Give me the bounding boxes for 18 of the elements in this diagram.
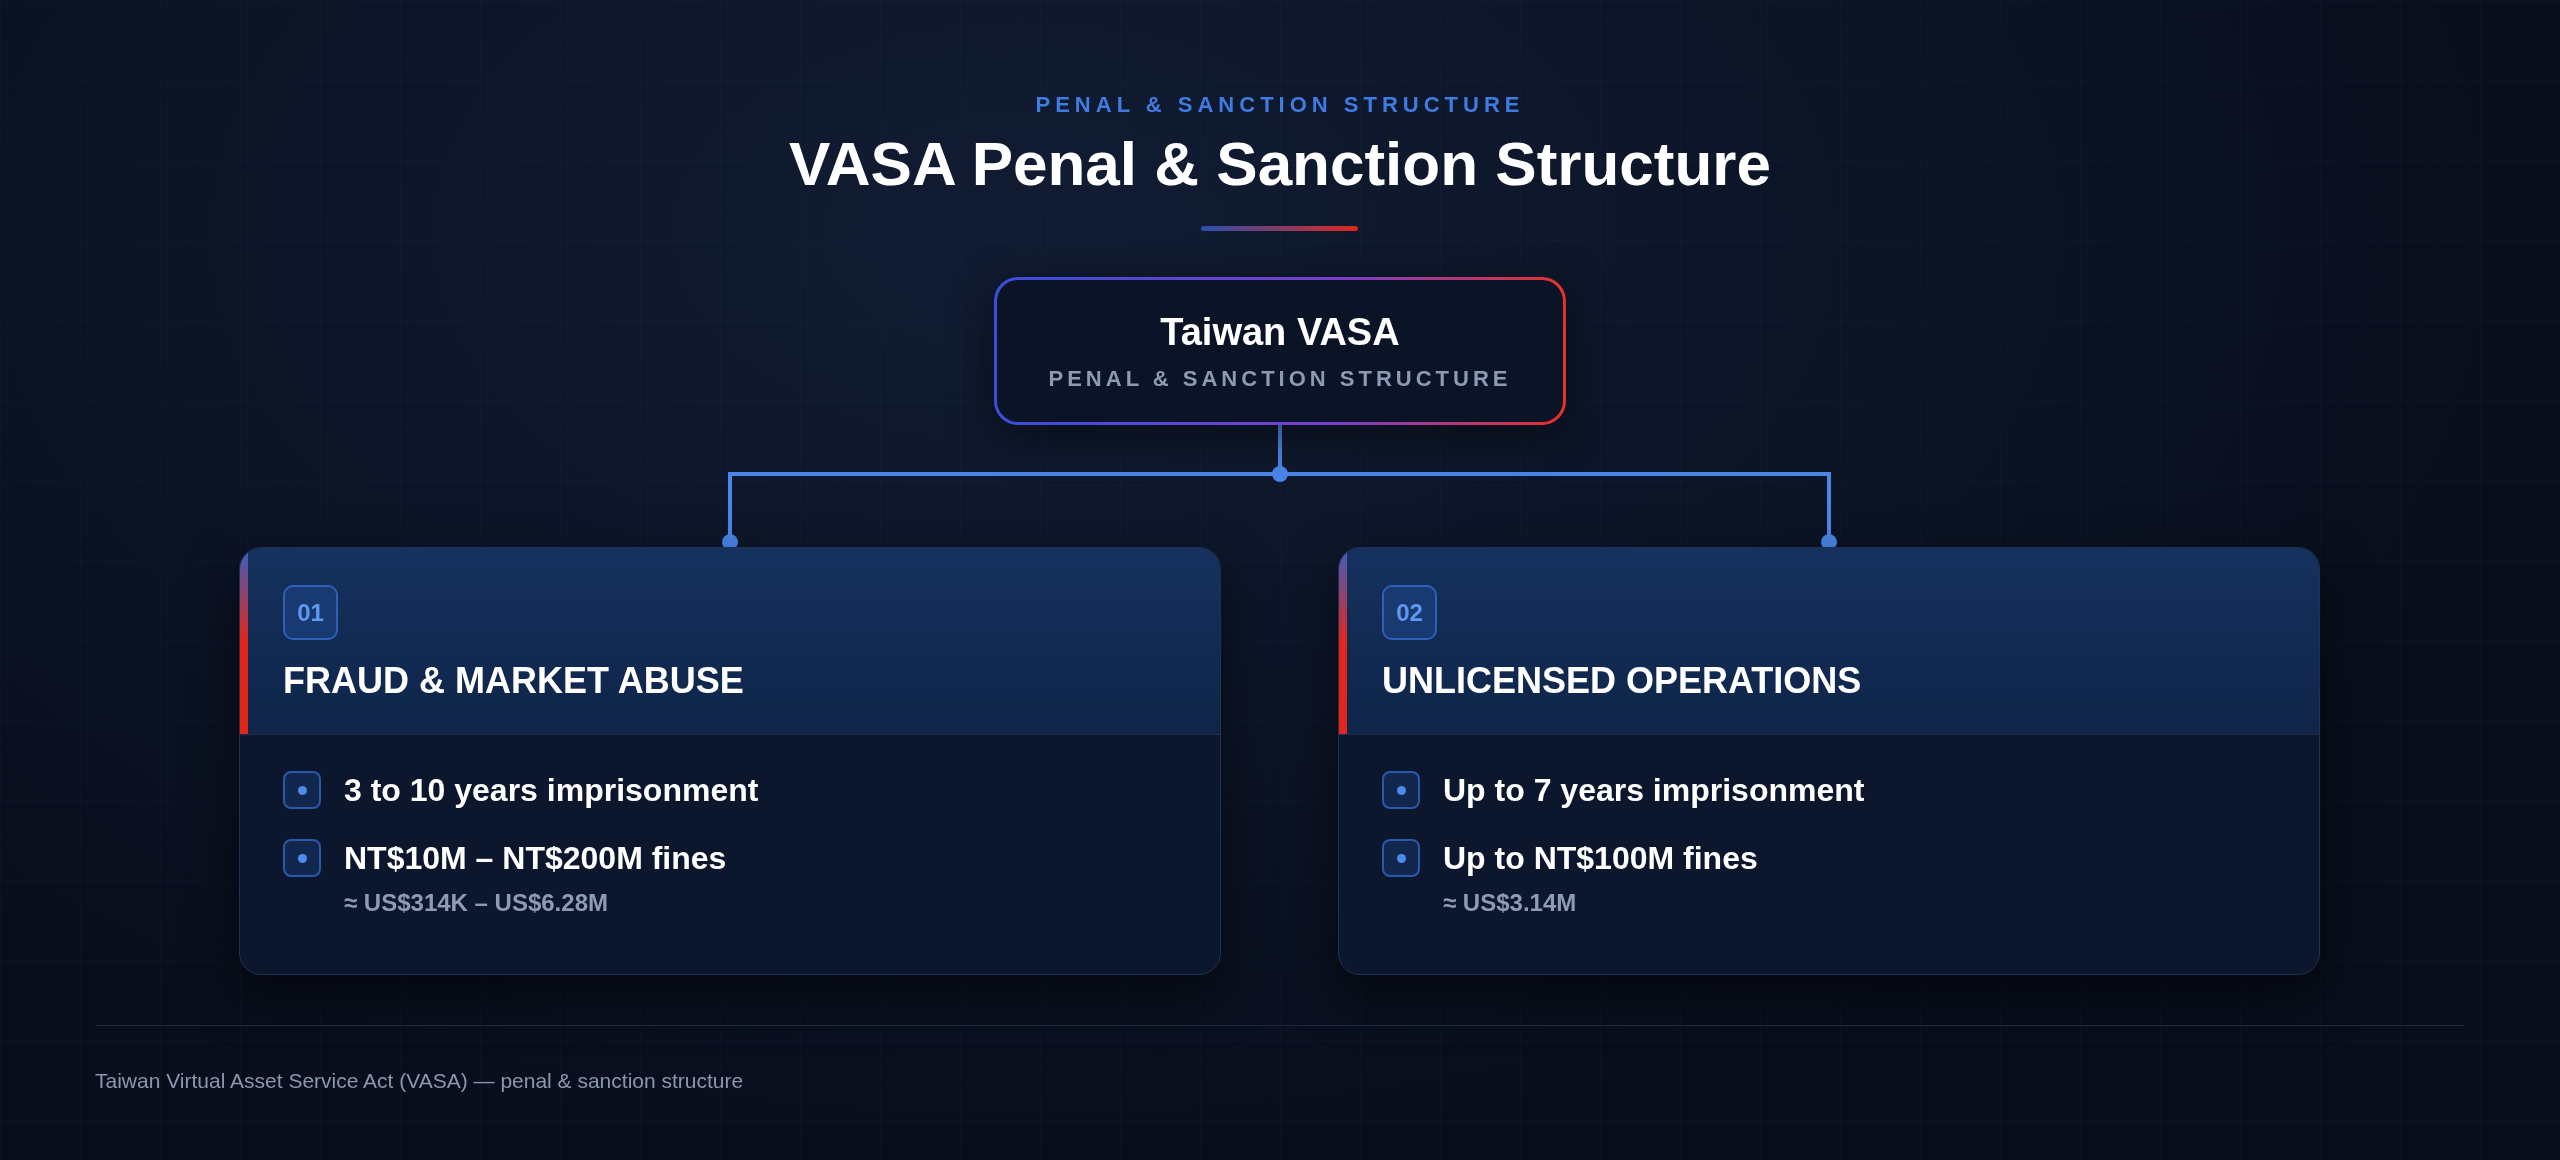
number-badge: 01 (283, 585, 338, 640)
penalty-text: Up to 7 years imprisonment (1443, 771, 1865, 809)
penalty-text: Up to NT$100M fines (1443, 839, 1758, 877)
penalty-text: 3 to 10 years imprisonment (344, 771, 759, 809)
title: VASA Penal & Sanction Structure (789, 128, 1771, 199)
footer-caption: Taiwan Virtual Asset Service Act (VASA) — penal & sanction structure (95, 1069, 744, 1093)
conversion-note: ≈ US$314K – US$6.28M (344, 889, 609, 917)
root-subtitle: PENAL & SANCTION STRUCTURE (1048, 365, 1512, 392)
card-heading: UNLICENSED OPERATIONS (1382, 660, 1862, 702)
root-box (994, 277, 1566, 425)
number-badge: 02 (1382, 585, 1437, 640)
conversion-note: ≈ US$3.14M (1443, 889, 1578, 917)
kicker-text: PENAL & SANCTION STRUCTURE (1035, 92, 1525, 117)
card-heading: FRAUD & MARKET ABUSE (283, 660, 744, 702)
penalty-text: NT$10M – NT$200M fines (344, 839, 727, 877)
root-heading: Taiwan VASA (1160, 310, 1400, 354)
category-card (1338, 547, 2320, 975)
category-card (239, 547, 1221, 975)
